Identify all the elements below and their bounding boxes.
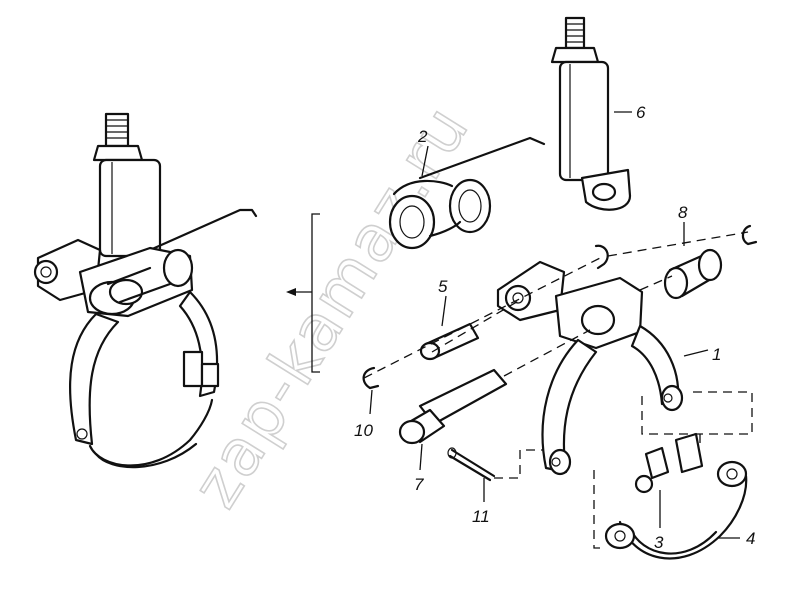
- part-6-stud: [550, 16, 632, 211]
- callout-2: 2: [417, 127, 428, 146]
- part-4-strap: [604, 460, 748, 560]
- callout-3: 3: [654, 533, 664, 552]
- part-8-bushing: [663, 248, 723, 300]
- assembled-fork-arms: [68, 290, 220, 446]
- assembly-bracket: [286, 213, 320, 373]
- callout-8: 8: [678, 203, 688, 222]
- retaining-ring-mid: [594, 244, 609, 270]
- callout-5: 5: [438, 277, 448, 296]
- part-11-cotter-pin: [447, 447, 496, 482]
- callout-1: 1: [712, 345, 721, 364]
- part-10-retaining-ring: [362, 366, 380, 390]
- assembled-spring-wire: [148, 208, 258, 252]
- assembly-dashed-lines: [363, 231, 753, 549]
- assembled-fork-unit: [33, 112, 258, 469]
- part-3-pad: [634, 432, 704, 494]
- assembled-hub: [33, 238, 194, 318]
- callout-4: 4: [746, 529, 755, 548]
- callout-6: 6: [636, 103, 646, 122]
- watermark: zap-kamaz.ru: [179, 93, 484, 521]
- part-7-pin: [398, 368, 508, 445]
- callout-11: 11: [472, 507, 490, 526]
- assembled-stud: [92, 112, 162, 258]
- retaining-ring-upper-right: [741, 224, 758, 246]
- part-1-fork: [496, 260, 684, 476]
- callout-leaders: [369, 111, 740, 539]
- callout-10: 10: [354, 421, 373, 440]
- callout-7: 7: [414, 475, 424, 494]
- part-2-spring: [388, 136, 546, 250]
